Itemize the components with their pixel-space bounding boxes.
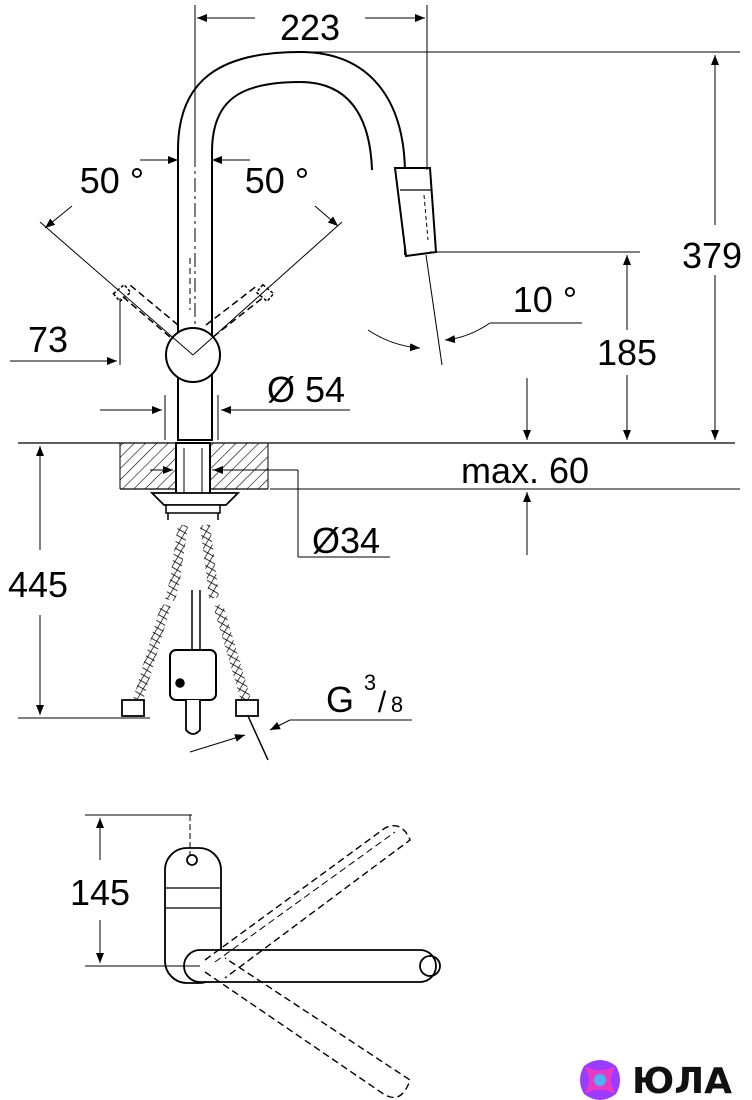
yula-logo: ЮЛА xyxy=(580,1060,732,1100)
dim-width-top: 223 xyxy=(280,7,340,48)
dim-thread-num: 3 xyxy=(364,670,376,695)
hose-weight xyxy=(169,649,217,701)
dim-hole-diameter: Ø34 xyxy=(312,520,380,561)
yula-logo-text: ЮЛА xyxy=(632,1061,732,1100)
top-handle xyxy=(183,949,437,983)
dim-depth-top-view: 145 xyxy=(70,872,130,913)
top-view xyxy=(85,814,441,1099)
yula-logo-icon xyxy=(580,1060,620,1100)
spout-inner xyxy=(211,80,373,440)
dim-spout-angle: 10 ° xyxy=(513,279,577,320)
dimension-lines xyxy=(10,5,740,753)
dim-angle-right: 50 ° xyxy=(245,160,309,201)
spray-head xyxy=(393,167,438,258)
dim-thread-slash: / xyxy=(378,686,387,719)
dim-spout-height: 185 xyxy=(597,332,657,373)
dim-height-total: 379 xyxy=(682,235,742,276)
dim-max-thickness: max. 60 xyxy=(461,450,589,491)
side-view xyxy=(18,50,735,761)
dim-thread-den: 8 xyxy=(391,692,403,717)
dim-angle-left: 50 ° xyxy=(80,160,144,201)
dim-thread-main: G xyxy=(326,679,354,720)
hose-left xyxy=(165,524,188,602)
dim-body-diameter: Ø 54 xyxy=(267,369,345,410)
dim-hose-length: 445 xyxy=(8,564,68,605)
dim-handle-offset: 73 xyxy=(28,319,68,360)
